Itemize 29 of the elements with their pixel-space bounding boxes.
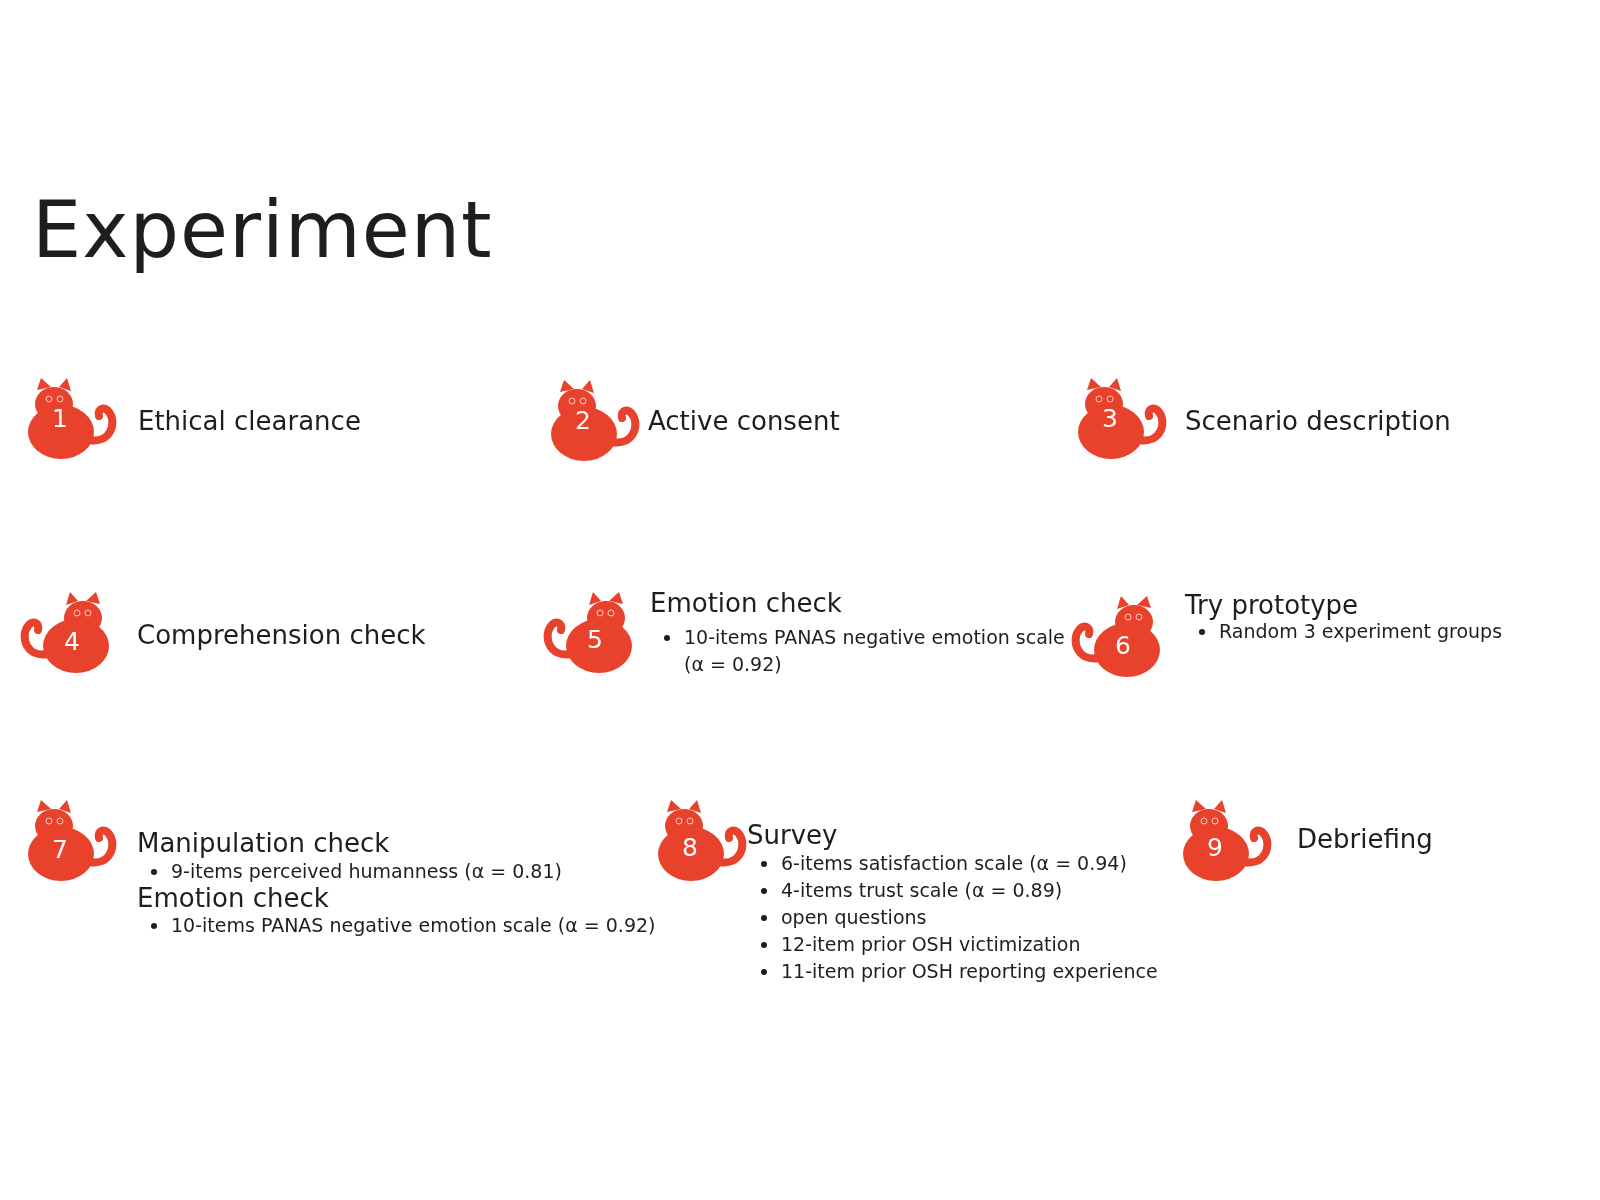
bullet-text: 4-items trust scale (α = 0.89) xyxy=(781,879,1063,901)
bullet-text: 10-items PANAS negative emotion scale (α = 0.92) xyxy=(684,626,1065,675)
bullet-text: 10-items PANAS negative emotion scale (α = 0.92) xyxy=(171,914,656,936)
step-heading: Survey xyxy=(747,820,838,850)
step-number: 6 xyxy=(1115,632,1131,660)
page-title: Experiment xyxy=(32,185,493,275)
step-heading: Comprehension check xyxy=(137,620,426,650)
step-number: 7 xyxy=(52,836,68,864)
step-number: 5 xyxy=(587,626,603,654)
step-heading: Debriefing xyxy=(1297,824,1433,854)
step-heading: Emotion check xyxy=(137,885,330,912)
bullet-text: open questions xyxy=(781,906,927,928)
step-heading: Ethical clearance xyxy=(138,406,361,436)
step-number: 9 xyxy=(1207,834,1223,862)
bullet-text: Random 3 experiment groups xyxy=(1219,620,1503,642)
step-number: 3 xyxy=(1102,405,1118,433)
step-number: 1 xyxy=(52,405,68,433)
bullet-text: 12-item prior OSH victimization xyxy=(781,933,1081,955)
bullet-text: 9-items perceived humanness (α = 0.81) xyxy=(171,860,562,882)
bullet-text: 6-items satisfaction scale (α = 0.94) xyxy=(781,852,1127,874)
step-heading: Active consent xyxy=(648,406,840,436)
step-number: 8 xyxy=(682,834,698,862)
step-heading: Manipulation check xyxy=(137,828,390,858)
step-heading: Try prototype xyxy=(1185,590,1359,620)
step-heading: Scenario description xyxy=(1185,406,1451,436)
bullet-text: 11-item prior OSH reporting experience xyxy=(781,960,1158,982)
step-number: 4 xyxy=(64,628,80,656)
step-number: 2 xyxy=(575,407,591,435)
step-heading: Emotion check xyxy=(650,588,842,618)
